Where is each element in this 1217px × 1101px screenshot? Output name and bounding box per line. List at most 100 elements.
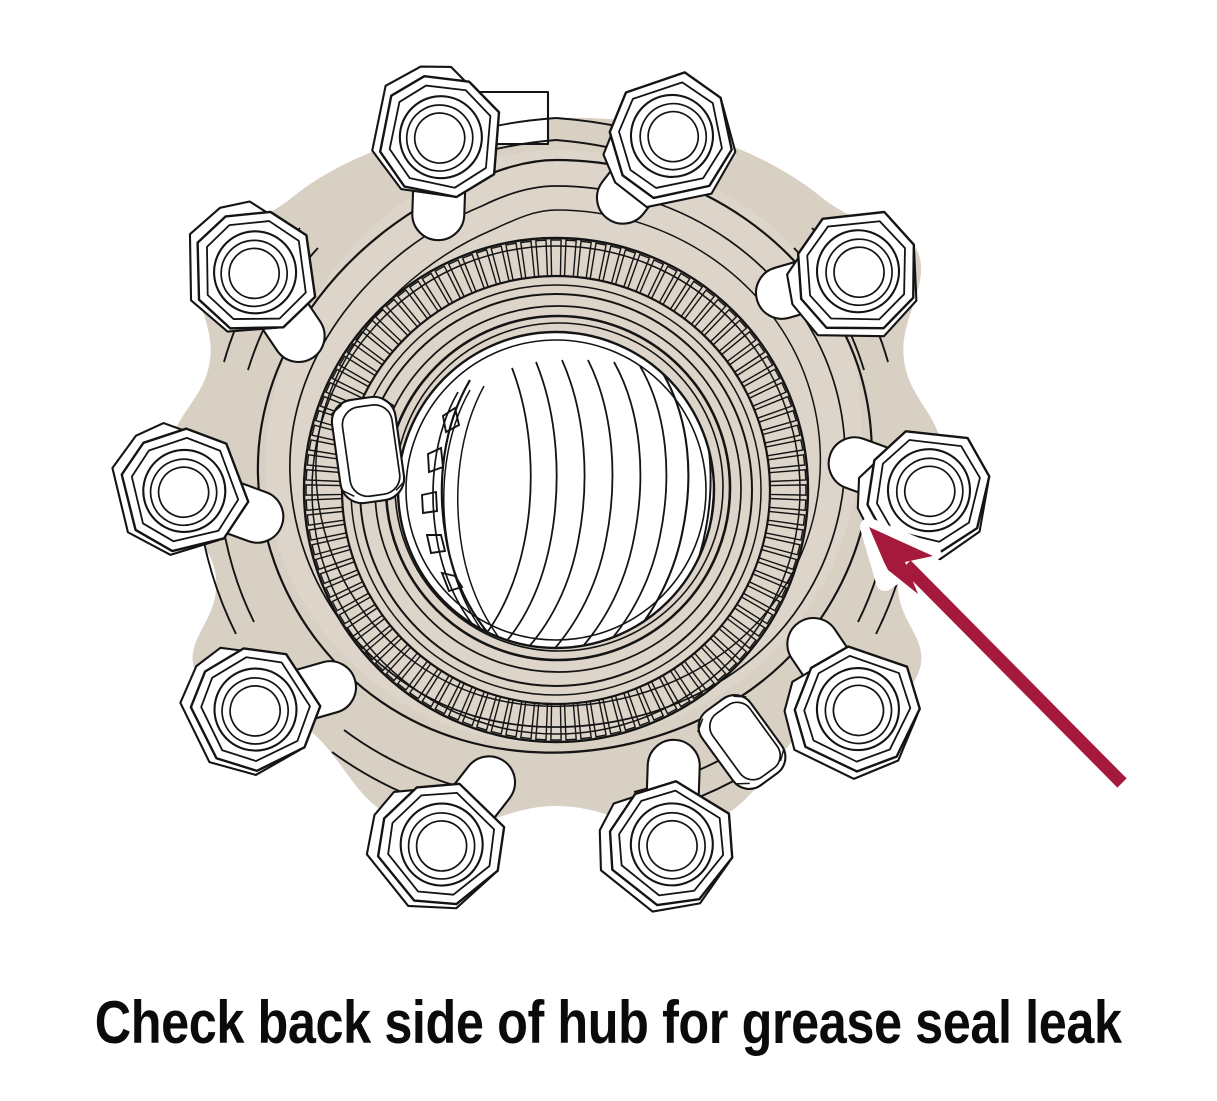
tone-ring-tooth <box>767 454 806 470</box>
tone-ring-tooth <box>306 510 345 526</box>
tone-ring-tooth <box>563 239 577 278</box>
lug-nut-ring-inner <box>413 112 466 164</box>
wheel-stud-assembly <box>595 71 737 225</box>
lug-nut-ring-outer <box>629 93 715 178</box>
tone-ring-tooth <box>683 654 716 691</box>
lug-nut <box>179 646 322 776</box>
lug-nut <box>786 210 918 338</box>
tone-ring-tooth <box>703 637 738 672</box>
tone-ring-tooth <box>311 536 351 556</box>
tone-ring-tooth <box>589 242 607 282</box>
lug-nut-chamfer <box>130 436 240 543</box>
tone-ring-tooth <box>475 692 498 732</box>
lug-nut-chamfer <box>618 81 723 189</box>
lug-nut-ring-inner <box>647 110 700 163</box>
tone-ring-tooth <box>550 239 562 277</box>
tone-ring-tooth <box>742 584 781 612</box>
tone-ring-tooth <box>314 548 354 571</box>
hand-hole-slots <box>330 395 787 790</box>
wheel-stud-assembly <box>754 210 918 338</box>
tone-ring-tooth <box>421 669 451 708</box>
lug-nut-ring-outer <box>886 448 972 533</box>
lug-nut <box>365 782 506 910</box>
wheel-stud-assembly <box>371 65 501 242</box>
tone-ring-tooth <box>505 698 523 738</box>
lug-nut-ring-inner <box>229 685 281 737</box>
tone-ring-tooth <box>550 703 562 741</box>
tone-ring-tooth <box>764 439 804 457</box>
wheel-stud-assembly <box>783 617 921 780</box>
lug-nut <box>188 200 317 333</box>
tone-ring-tooth <box>768 469 807 483</box>
wheel-stud-assembly <box>188 200 326 363</box>
tone-ring-tooth <box>589 698 607 738</box>
tone-ring-tooth <box>672 662 704 700</box>
lug-nut-ring-inner <box>646 819 698 872</box>
tone-ring-tooth <box>475 248 498 288</box>
tone-ring-tooth <box>661 272 691 311</box>
tone-ring-tooth <box>650 676 678 715</box>
lug-nut-ring-mid <box>639 102 708 171</box>
tone-ring-tooth <box>650 265 678 304</box>
lug-nut-hex <box>120 427 250 553</box>
lug-nut <box>371 65 501 199</box>
tone-ring-tooth <box>374 637 409 672</box>
lug-nut-ring-mid <box>638 811 706 880</box>
tone-ring-tooth <box>626 253 651 293</box>
tone-ring-tooth <box>385 646 419 682</box>
tone-ring-tooth <box>764 523 804 541</box>
tone-ring-tooth <box>385 298 419 334</box>
lug-nut-hex <box>793 645 921 773</box>
tone-ring-tooth <box>319 560 359 585</box>
tone-ring-tooth <box>758 548 798 571</box>
tone-ring-tooth <box>712 627 748 661</box>
lug-nut-hex <box>376 782 506 906</box>
tone-ring-tooth <box>374 308 409 343</box>
tone-ring-tooth <box>447 682 474 721</box>
tone-ring-tooth <box>602 245 622 285</box>
lug-nut-chamfer <box>200 656 311 762</box>
wheel-stud-assembly <box>111 422 285 556</box>
tone-ring-tooth <box>396 289 429 326</box>
tone-ring-tooth <box>703 308 738 343</box>
tone-ring-tooth <box>742 368 781 396</box>
tone-ring-tooth <box>325 572 364 599</box>
tone-ring-tooth <box>505 242 523 282</box>
tone-ring-tooth <box>535 702 549 741</box>
lug-nut <box>598 780 734 913</box>
tone-ring-tooth <box>712 319 748 353</box>
tone-ring-tooth <box>346 342 384 374</box>
tone-ring-tooth <box>576 240 592 279</box>
lug-nut-ring-inner <box>832 684 885 737</box>
tone-ring-tooth <box>761 424 801 444</box>
lug-nut-ring-outer <box>399 802 484 887</box>
tone-ring-tooth <box>720 617 757 650</box>
hand-hole-left <box>330 395 406 505</box>
tone-ring-tooth <box>421 272 451 311</box>
tone-ring-tooth <box>346 606 384 638</box>
tone-ring-tooth <box>520 701 536 740</box>
tone-ring-tooth <box>758 409 798 432</box>
wheel-stud-assembly <box>179 646 358 776</box>
tone-ring-tooth <box>305 497 344 511</box>
grease-seal-arrow <box>860 518 1134 794</box>
tone-ring-tooth <box>447 259 474 298</box>
tone-ring-tooth <box>672 280 704 318</box>
tone-ring-tooth <box>576 701 592 740</box>
tone-ring-tooth <box>338 355 377 385</box>
tone-ring-tooth <box>735 355 774 385</box>
tone-ring-tooth <box>364 319 400 353</box>
lug-nut <box>783 645 921 780</box>
tone-ring-tooth <box>490 245 510 285</box>
lug-nut-chamfer <box>206 220 307 320</box>
tone-ring-tooth <box>355 330 392 363</box>
lug-nut-ring-outer <box>398 95 483 180</box>
tone-ring-tooth <box>563 702 577 741</box>
tone-ring-tooth <box>396 654 429 691</box>
tone-ring-tooth <box>331 368 370 396</box>
tone-ring-tooth <box>434 676 462 715</box>
tone-ring-tooth <box>728 342 766 374</box>
lug-nut-ring-outer <box>815 667 900 752</box>
studs-layer <box>111 65 991 913</box>
